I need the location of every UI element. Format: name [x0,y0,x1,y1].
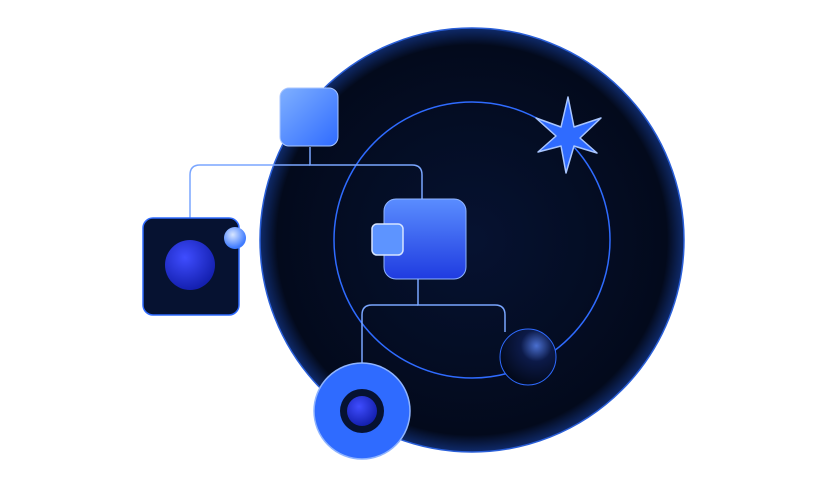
node-square [142,217,240,316]
orbit-ring [333,101,611,379]
node-circle [313,362,411,460]
cube-icon-center [371,198,467,280]
connector-lines [189,147,506,364]
dark-sphere-icon [499,328,557,386]
sphere-icon [347,396,377,426]
cube-icon-top [279,87,339,147]
sparkle-star-icon [535,96,602,174]
sphere-icon [165,240,215,290]
small-sphere-icon [224,227,246,249]
